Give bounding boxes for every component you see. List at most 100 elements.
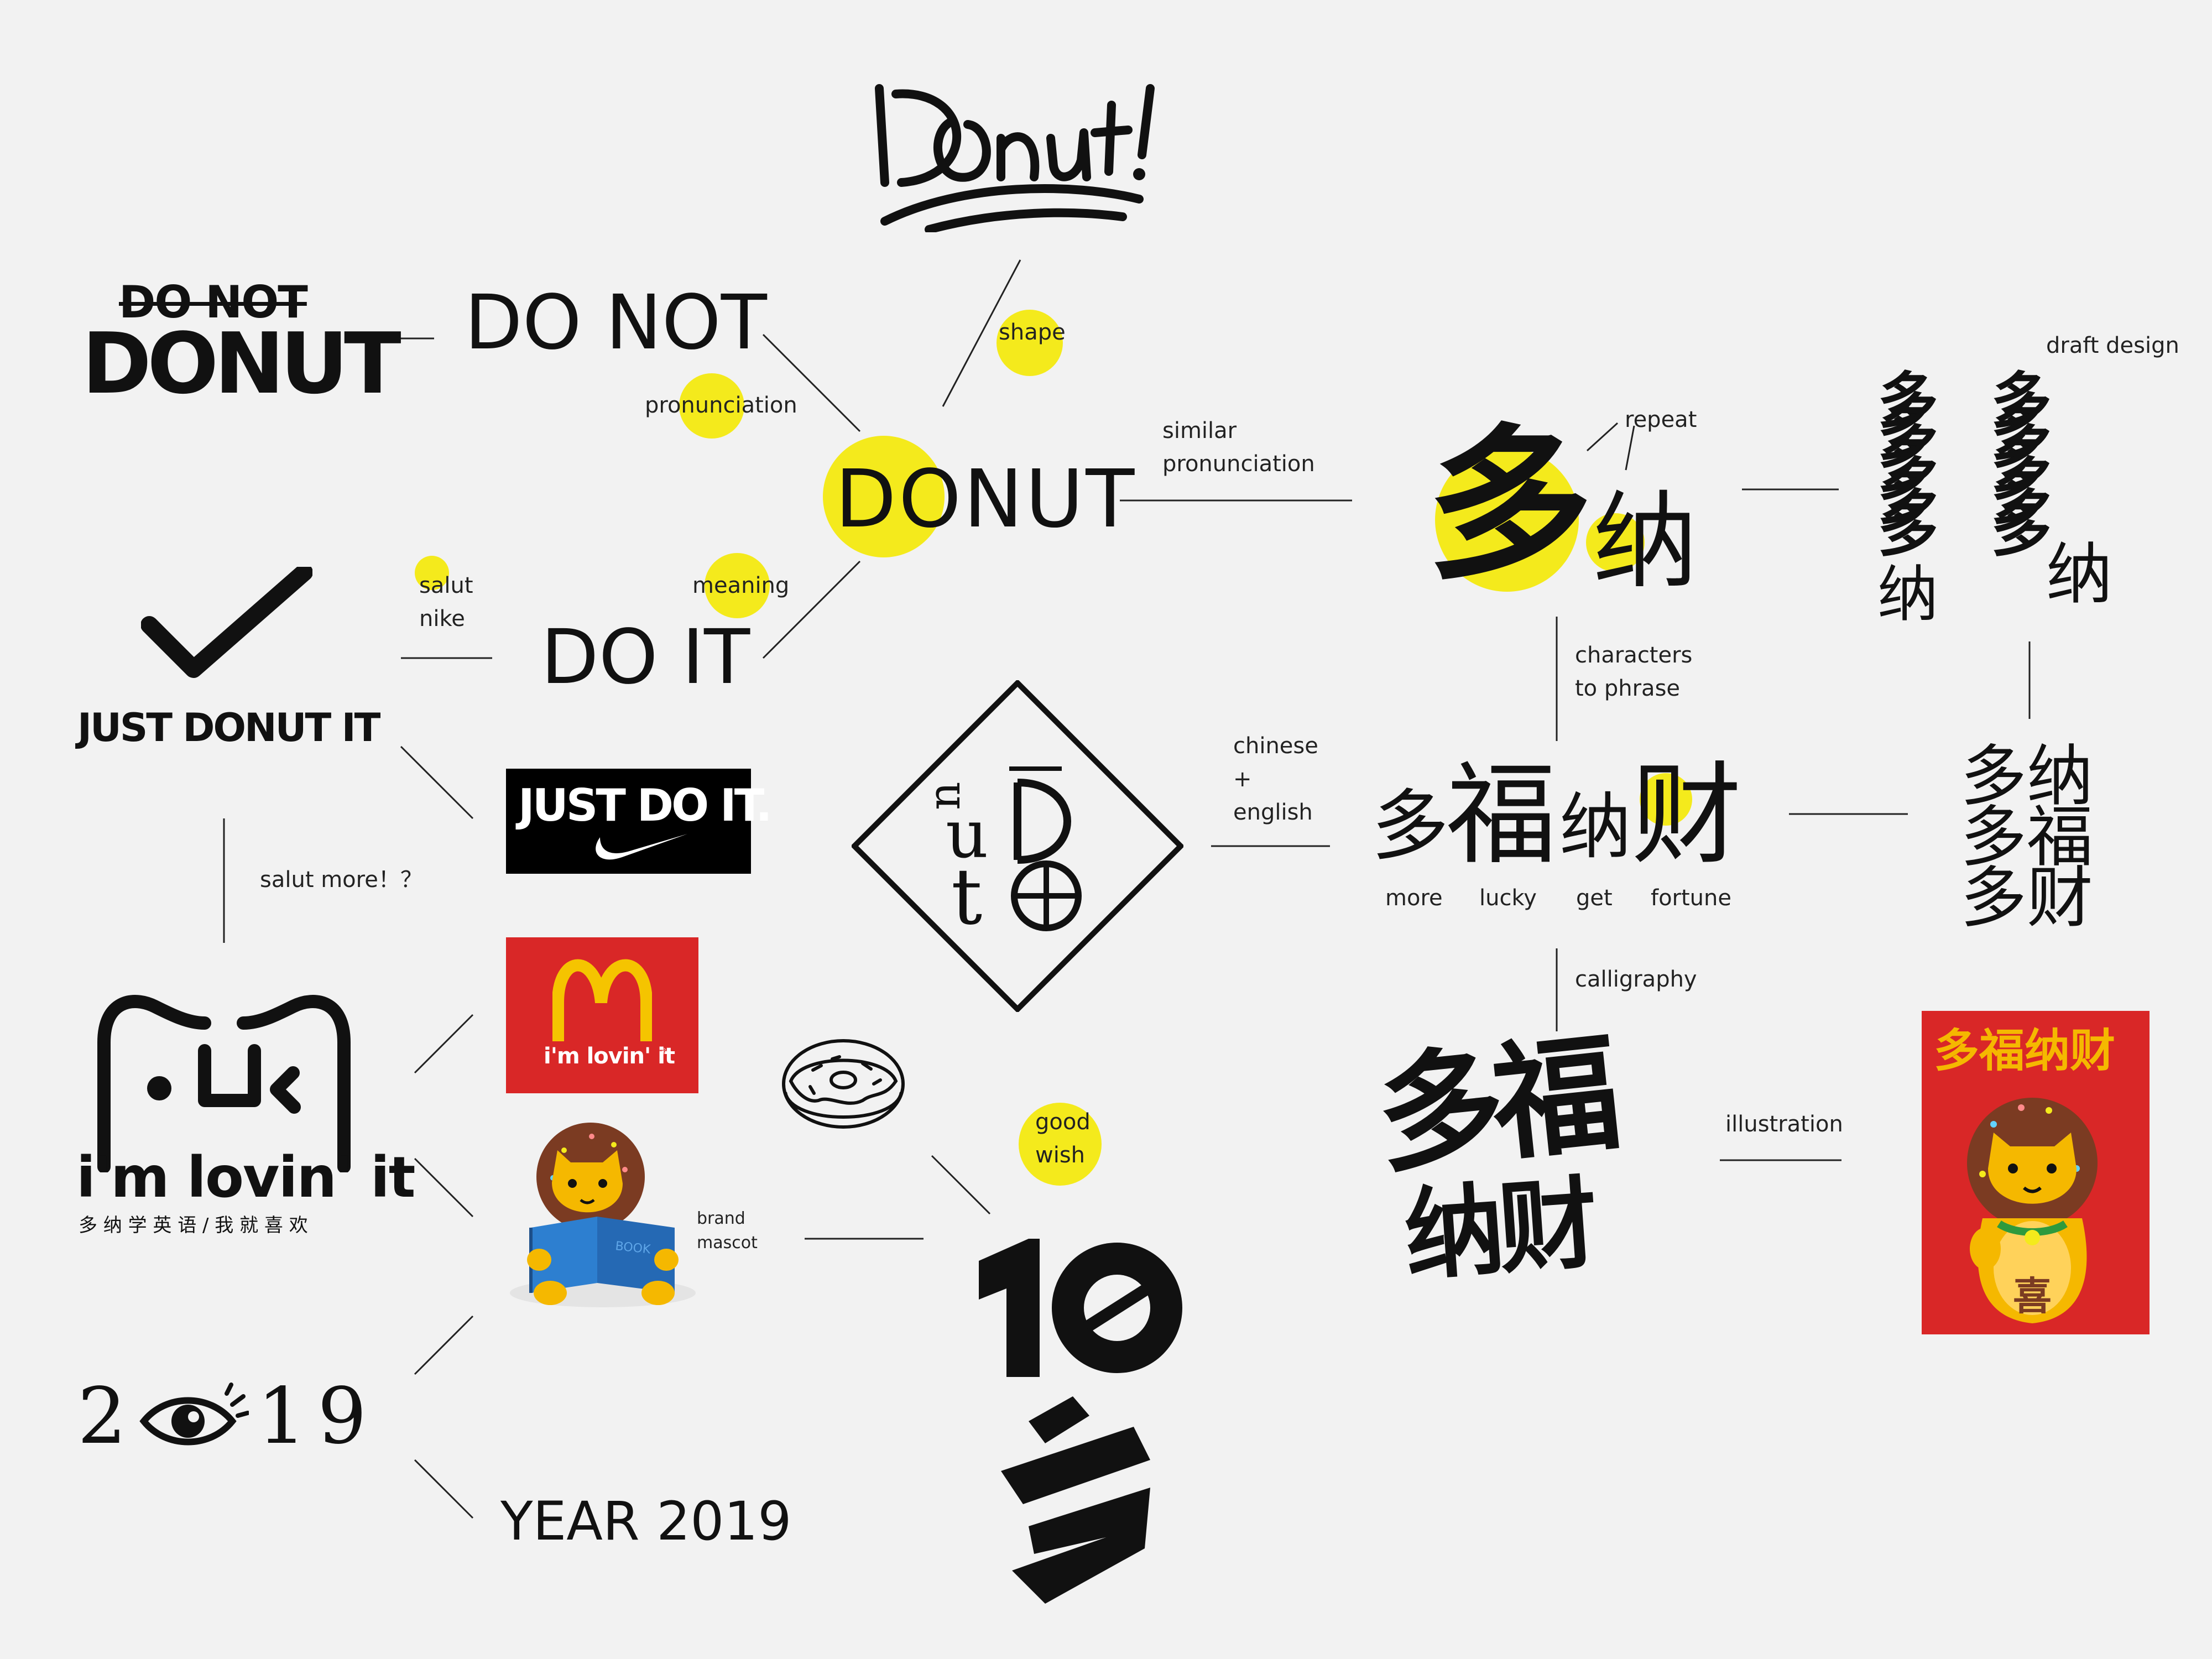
salut-more-label: salut more！？ (260, 867, 422, 893)
chinese-label: chinese (1233, 733, 1318, 759)
salut-highlight-circle (415, 556, 449, 590)
year-logo-nineteen: 19 (257, 1371, 378, 1462)
do-it-branch-text: DO IT (541, 614, 750, 701)
connector-line (414, 1315, 474, 1375)
grid-char: 多 (1960, 738, 2027, 815)
phrase-char-na: 纳 (1559, 785, 1632, 869)
connector-line (762, 560, 861, 659)
get-label: get (1576, 885, 1613, 911)
swoosh-icon (596, 834, 687, 860)
english-label: english (1233, 800, 1313, 825)
wish-label: wish (1035, 1142, 1086, 1168)
im-lovin-it-big-logo: i'm lovin' it (76, 1145, 416, 1211)
good-wish-highlight-circle (1019, 1103, 1102, 1186)
pronunciation-highlight-circle (679, 373, 744, 439)
donut-highlight-circle (823, 436, 945, 557)
donut-monogram-logo: n u t (850, 679, 1185, 1015)
eye-icon (139, 1383, 249, 1446)
do-not-strikethrough-logo: DO NOT (119, 276, 308, 328)
calligraphy-bottom: 纳财 (1401, 1166, 1597, 1295)
center-donut-node: DONUT (835, 452, 1137, 545)
donut-drawing-icon (782, 1039, 905, 1129)
connector-line (414, 1014, 474, 1074)
good-label: good (1035, 1109, 1091, 1135)
golden-arches-icon (552, 959, 652, 1041)
grid-char: 福 (2027, 799, 2093, 876)
connector-line (942, 259, 1021, 407)
na-highlight-circle (1586, 513, 1645, 572)
phrase-char-duo: 多 (1371, 781, 1449, 872)
shape-highlight-circle (997, 310, 1063, 376)
script-logo-drawing (875, 84, 1155, 234)
monogram-n: n (919, 781, 970, 810)
shape-label: shape (999, 320, 1066, 345)
im-lovin-it-chinese-subtitle: 多 纳 学 英 语 / 我 就 喜 欢 (79, 1214, 308, 1237)
draft-design-label: draft design (2046, 333, 2179, 358)
checkmark-logo (140, 564, 313, 691)
draft-char: 多 (1877, 494, 1938, 565)
connector-line (414, 1459, 474, 1519)
diamond-monogram: n u t (850, 679, 1185, 1014)
good-wish-stylized-mark (979, 1239, 1182, 1604)
monogram-u: u (946, 796, 988, 873)
similar-pronunciation-label: pronunciation (1162, 451, 1315, 477)
face-logo (94, 990, 354, 1175)
lucky-label: lucky (1479, 885, 1537, 911)
cai-highlight-circle (1640, 773, 1692, 826)
pronunciation-label: pronunciation (645, 393, 797, 418)
repeat-label: repeat (1625, 407, 1697, 432)
connector-line (762, 333, 861, 432)
meaning-label: meaning (692, 573, 790, 598)
grid-char: 纳 (2027, 738, 2093, 815)
lion-reading-icon: BOOK (510, 1123, 696, 1307)
year-logo-two: 2 (77, 1371, 127, 1462)
year-2019-branch-text: YEAR 2019 (500, 1490, 792, 1552)
registered-mark: ® (660, 1047, 666, 1056)
connector-line (414, 1157, 474, 1218)
plus-label: + (1233, 766, 1252, 792)
connector-line (1586, 422, 1619, 452)
duo-highlight-circle (1435, 448, 1579, 592)
smiling-face-icon (97, 995, 351, 1173)
calligraphy-top: 多福 (1370, 1020, 1616, 1192)
meaning-highlight-circle (705, 553, 770, 618)
just-donut-it-logo: JUST DONUT IT (77, 705, 380, 750)
mcdonalds-tagline: i'm lovin' it (544, 1044, 675, 1069)
salut-label: salut (419, 573, 473, 598)
mcdonalds-logo-box: i'm lovin' it ® (506, 937, 698, 1093)
grid-char: 多 (1960, 799, 2027, 876)
duo-character: 多 (1427, 409, 1593, 602)
more-label: more (1385, 885, 1443, 911)
nike-label: nike (419, 606, 465, 632)
grid-char: 多 (1960, 860, 2027, 937)
brand-label: brand (697, 1209, 745, 1228)
illustration-label: illustration (1725, 1112, 1843, 1137)
grid-char: 财 (2027, 860, 2093, 937)
calligraphy-label: calligraphy (1575, 967, 1697, 992)
similar-label: similar (1162, 418, 1237, 444)
na-character: 纳 (1593, 481, 1698, 603)
characters-label: characters (1575, 643, 1693, 668)
lucky-lion-icon: 喜 (1967, 1098, 2098, 1323)
mascot-label: mascot (697, 1233, 758, 1253)
nike-tagline: JUST DO IT. (518, 780, 773, 831)
phrase-char-fu: 福 (1446, 751, 1557, 880)
donut-bold-logo: DONUT (82, 315, 401, 413)
poster-title: 多福纳财 (1934, 1025, 2116, 1077)
to-phrase-label: to phrase (1575, 676, 1681, 701)
red-envelope-poster: 多福纳财 喜 (1922, 1011, 2150, 1334)
check-icon (140, 564, 313, 678)
do-not-branch-text: DO NOT (465, 279, 767, 367)
connector-line (400, 745, 474, 820)
draft-char: 纳 (1877, 559, 1938, 630)
connector-line (931, 1155, 991, 1215)
connector-line (1625, 425, 1635, 471)
draft-char: 多 (1991, 494, 2052, 565)
poster-bottom-char: 喜 (2013, 1274, 2052, 1319)
monogram-t: t (951, 852, 982, 942)
fortune-label: fortune (1651, 885, 1731, 911)
donut-script-logo (863, 72, 1172, 235)
nike-logo-box: JUST DO IT. (506, 769, 773, 874)
